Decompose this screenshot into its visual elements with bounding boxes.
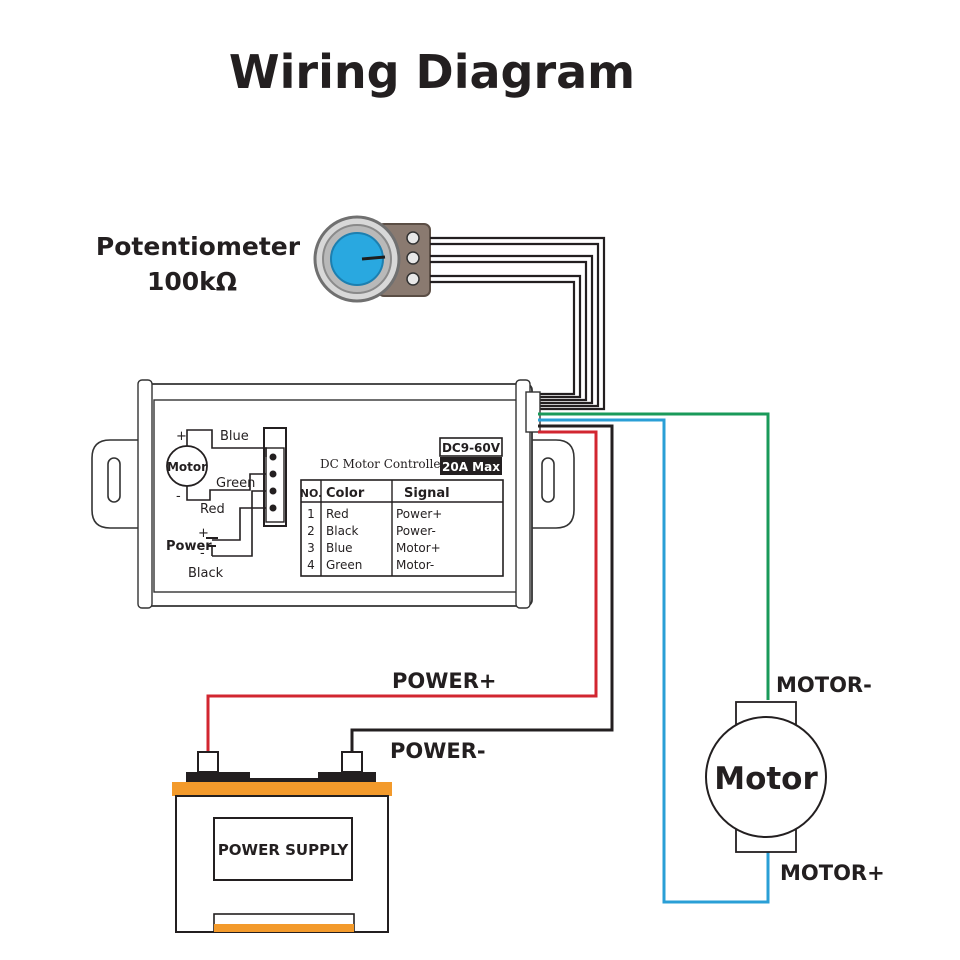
power-plus-label: POWER+ — [392, 669, 497, 693]
motor-icon — [705, 716, 827, 838]
schematic-power-minus: - — [200, 546, 205, 561]
table-row-no: 1 — [307, 507, 315, 521]
table-row-color: Green — [326, 558, 362, 572]
table-row-signal: Motor- — [396, 558, 434, 572]
schematic-motor-minus: - — [176, 489, 181, 504]
battery-terminal-positive-icon — [197, 751, 219, 773]
table-row-no: 3 — [307, 541, 315, 555]
table-row-no: 2 — [307, 524, 315, 538]
schematic-green-label: Green — [216, 476, 255, 491]
power-supply-label: POWER SUPPLY — [218, 841, 350, 859]
motor-plus-label: MOTOR+ — [780, 861, 885, 885]
potentiometer — [313, 215, 431, 303]
wire-color-table: NO. Color Signal 1 Red Power+ 2 Black Po… — [300, 479, 504, 577]
table-row-signal: Power+ — [396, 507, 442, 521]
schematic-motor-label: Motor — [167, 460, 207, 474]
potentiometer-value: 100kΩ — [147, 267, 237, 296]
schematic-blue-label: Blue — [220, 429, 249, 444]
blue-wire — [538, 418, 770, 904]
potentiometer-label: Potentiometer — [96, 232, 301, 261]
controller-name: DC Motor Controller — [320, 457, 446, 471]
knob-icon[interactable] — [330, 232, 384, 286]
table-row-color: Blue — [326, 541, 353, 555]
potentiometer-wires — [430, 236, 606, 411]
schematic-power-label: Power — [166, 539, 212, 554]
table-row-color: Red — [326, 507, 349, 521]
power-minus-label: POWER- — [390, 739, 486, 763]
table-row-signal: Motor+ — [396, 541, 441, 555]
controller-voltage: DC9-60V — [442, 441, 501, 455]
table-row-signal: Power- — [396, 524, 436, 538]
diagram-title: Wiring Diagram — [229, 45, 635, 99]
motor-minus-label: MOTOR- — [776, 673, 872, 697]
motor-label: Motor — [714, 761, 818, 797]
schematic-power-plus: + — [198, 526, 209, 541]
table-header-no: NO. — [300, 487, 323, 500]
controller-current: 20A Max — [442, 460, 500, 474]
schematic-motor-plus: + — [176, 429, 187, 444]
schematic-red-label: Red — [200, 502, 225, 517]
green-wire — [538, 412, 770, 700]
schematic-black-label: Black — [188, 566, 224, 581]
table-header-signal: Signal — [404, 486, 450, 501]
battery-terminal-negative-icon — [341, 751, 363, 773]
table-header-color: Color — [326, 486, 365, 501]
red-wire — [206, 430, 598, 754]
black-wire — [350, 424, 614, 754]
power-supply: POWER SUPPLY — [172, 751, 392, 933]
motor: Motor — [705, 701, 827, 853]
table-row-color: Black — [326, 524, 359, 538]
controller-schematic: Motor + - + - Blue Green Red Power Black — [166, 427, 287, 581]
table-row-no: 4 — [307, 558, 315, 572]
